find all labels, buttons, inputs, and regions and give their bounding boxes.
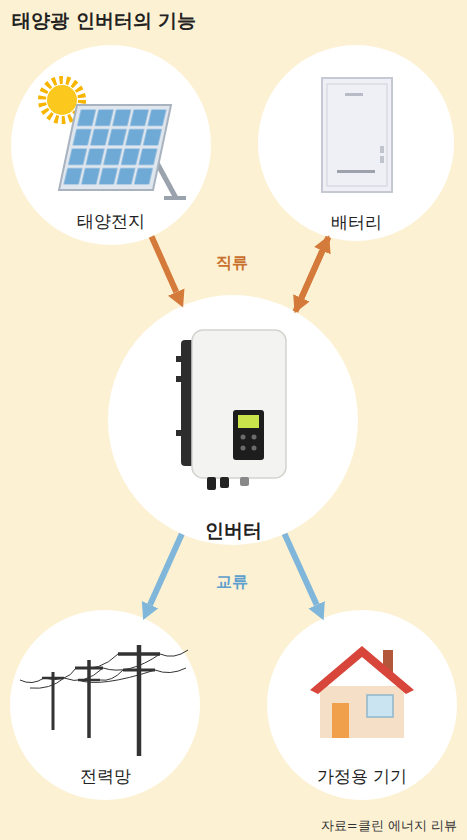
circle-fill [258,45,454,241]
node-circle: 태양전지 [11,45,211,245]
circle-fill [267,610,457,800]
flow-arrow [295,251,322,312]
node-circle: 배터리 [258,45,454,241]
circle-fill [108,295,358,545]
flow-arrow [150,534,182,605]
node-label: 가정용 기기 [267,766,457,786]
node-label: 태양전지 [11,211,211,231]
diagram-title: 태양광 인버터의 기능 [12,8,196,34]
source-caption: 자료=클린 에너지 리뷰 [321,817,457,835]
node-circle: 가정용 기기 [267,610,457,800]
node-label: 배터리 [258,212,454,232]
flow-arrow [301,237,328,298]
node-label: 전력망 [10,766,200,786]
circle-fill [10,610,200,800]
node-label: 인버터 [108,519,358,542]
flow-arrow [285,534,317,605]
circle-outline [108,295,358,545]
flow-type-label: 직류 [216,253,248,274]
circle-outline [258,45,454,241]
node-circle: 전력망 [10,610,200,800]
circle-fill [11,45,211,245]
flow-arrow [152,236,177,292]
flow-type-label: 교류 [216,572,248,593]
node-circle: 인버터 [108,295,358,545]
